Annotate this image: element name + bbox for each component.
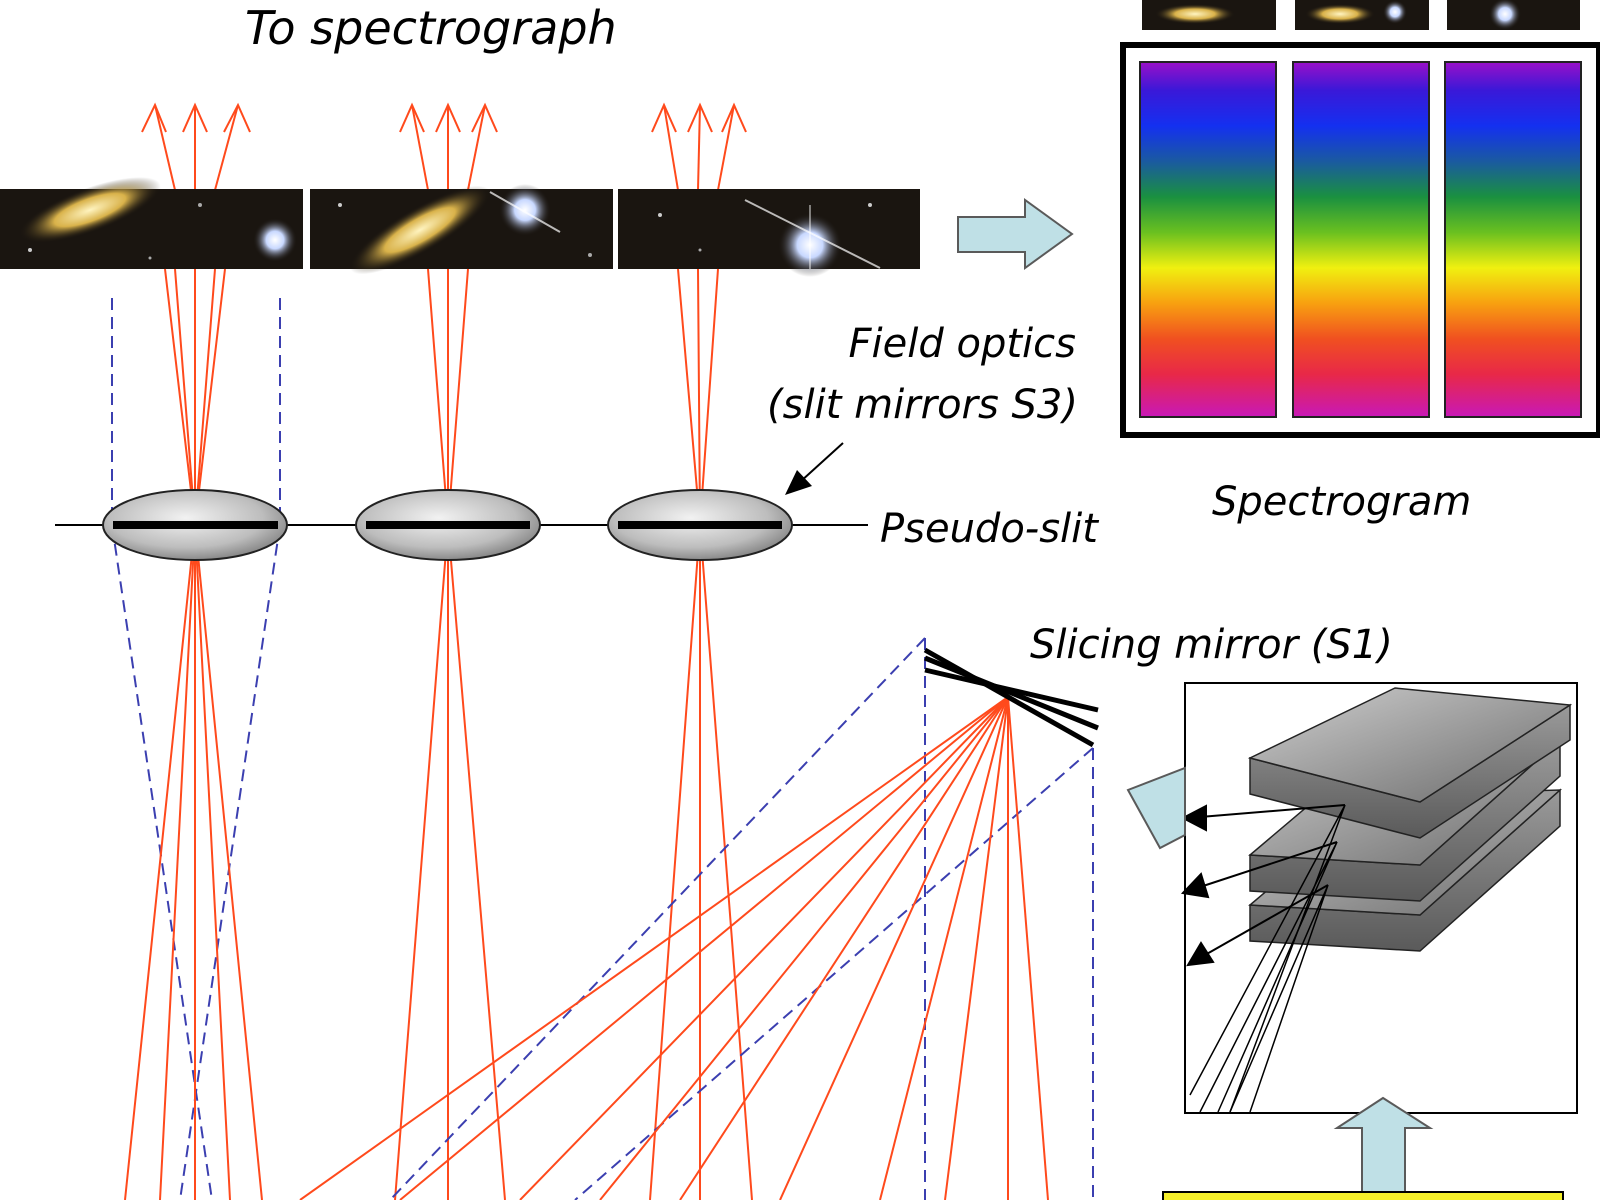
- spectrogram-panel: [1120, 0, 1600, 438]
- pseudo-slit-label: Pseudo-slit: [880, 506, 1099, 552]
- output-arrow-group-3: [651, 102, 747, 191]
- spectrum-2: [1292, 61, 1430, 418]
- field-optics-label: Field optics: [849, 321, 1076, 367]
- spectrum-1: [1139, 61, 1277, 418]
- spectrum-3: [1444, 61, 1582, 418]
- block-arrow-icon: [957, 198, 1074, 270]
- spectrogram-label: Spectrogram: [1212, 479, 1471, 525]
- spectrogram-thumbnails: [1142, 0, 1580, 30]
- light-rays: [124, 268, 753, 1200]
- slicer-inset-panel: [1180, 682, 1578, 1114]
- slit-mirror-3: [607, 489, 793, 561]
- pointer-arrow-icon: [785, 442, 844, 495]
- slicing-mirror-rays: [299, 696, 1049, 1200]
- slit-mirror-2: [355, 489, 541, 561]
- sky-image-strip: [0, 177, 920, 277]
- output-arrows: [141, 102, 747, 191]
- block-arrow-icon: [1126, 766, 1186, 850]
- to-spectrograph-label: To spectrograph: [245, 1, 617, 55]
- field-optics-sublabel: (slit mirrors S3): [767, 382, 1078, 428]
- sky-panel-2: [310, 184, 613, 275]
- block-arrow-icon: [1333, 1096, 1434, 1200]
- slicer-reflected-arrows: [1180, 804, 1346, 967]
- slicing-mirror-facets: [923, 647, 1099, 748]
- slit-mirror-1: [102, 489, 288, 561]
- slicing-mirror-label: Slicing mirror (S1): [1030, 622, 1393, 668]
- detector-band: [1162, 1191, 1564, 1200]
- sky-panel-3: [618, 189, 920, 277]
- output-arrow-group-2: [399, 102, 498, 191]
- sky-panel-1: [0, 177, 303, 269]
- output-arrow-group-1: [141, 102, 251, 191]
